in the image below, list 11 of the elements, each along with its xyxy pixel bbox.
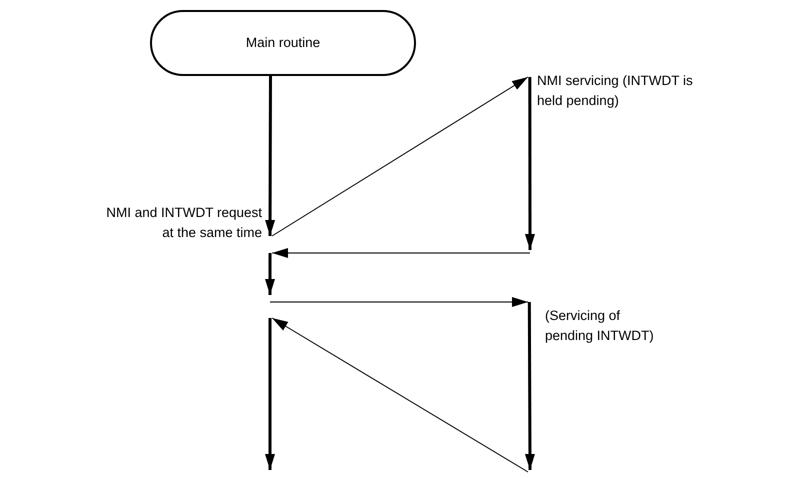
arrow xyxy=(524,302,535,470)
arrow xyxy=(270,297,528,307)
terminal-text: Main routine xyxy=(246,34,320,52)
arrow xyxy=(272,76,528,236)
step-text: (Servicing of pending INTWDT) xyxy=(545,308,654,343)
step-text: NMI and INTWDT request at the same time xyxy=(106,205,262,240)
arrow xyxy=(272,248,530,258)
arrow xyxy=(265,253,275,295)
arrow xyxy=(524,77,535,250)
step-text: NMI servicing (INTWDT is held pending) xyxy=(537,73,693,108)
arrow xyxy=(265,76,276,236)
